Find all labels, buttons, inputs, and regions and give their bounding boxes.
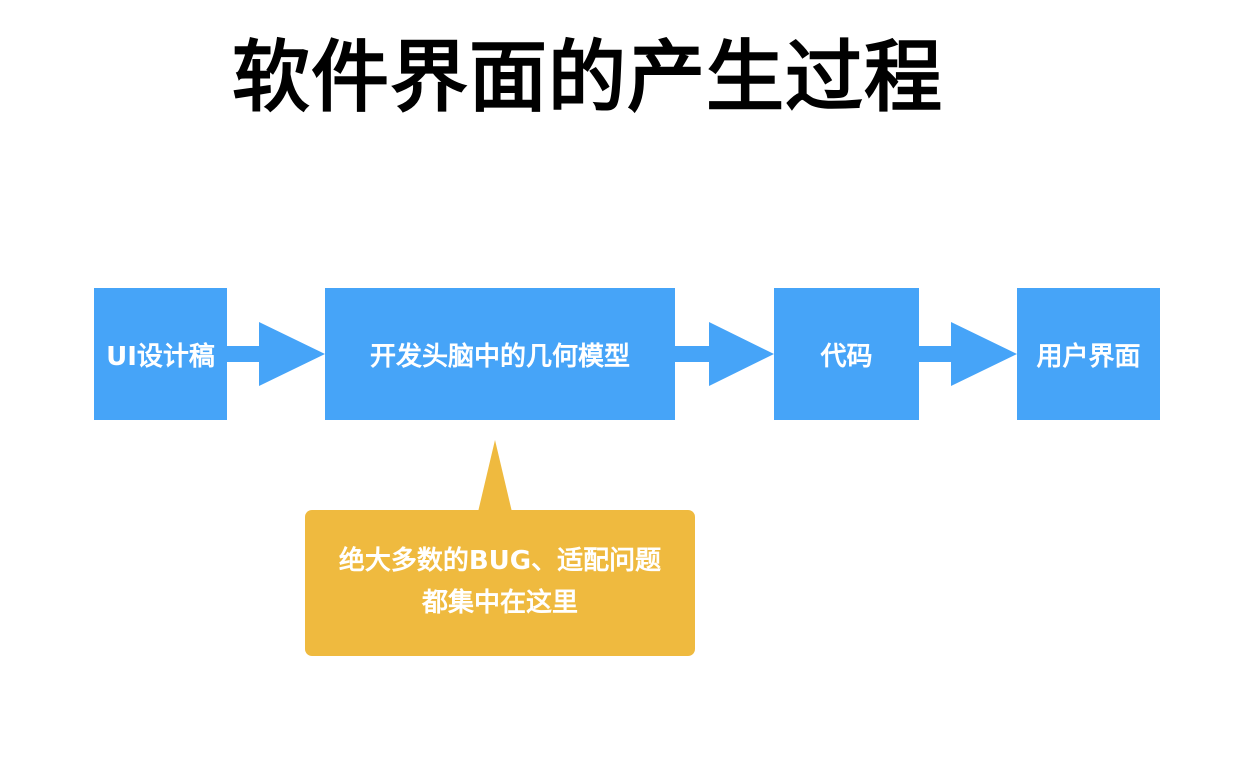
callout-pointer-icon xyxy=(478,440,512,512)
callout-line-2: 都集中在这里 xyxy=(421,588,578,618)
step-code: 代码 xyxy=(774,288,919,420)
step-user-interface: 用户界面 xyxy=(1017,288,1160,420)
step-mental-model-label: 开发头脑中的几何模型 xyxy=(369,341,630,372)
arrow-right-icon xyxy=(227,322,325,386)
callout-line-1: 绝大多数的BUG、适配问题 xyxy=(338,546,662,576)
step-mental-model: 开发头脑中的几何模型 xyxy=(325,288,675,420)
step-code-label: 代码 xyxy=(820,341,873,372)
step-user-interface-label: 用户界面 xyxy=(1036,341,1141,372)
step-ui-design-label: UI设计稿 xyxy=(106,341,215,372)
arrow-right-icon xyxy=(919,322,1017,386)
bug-callout: 绝大多数的BUG、适配问题 都集中在这里 xyxy=(305,510,695,656)
page-title: 软件界面的产生过程 xyxy=(232,33,944,123)
arrow-right-icon xyxy=(675,322,774,386)
step-ui-design: UI设计稿 xyxy=(94,288,227,420)
